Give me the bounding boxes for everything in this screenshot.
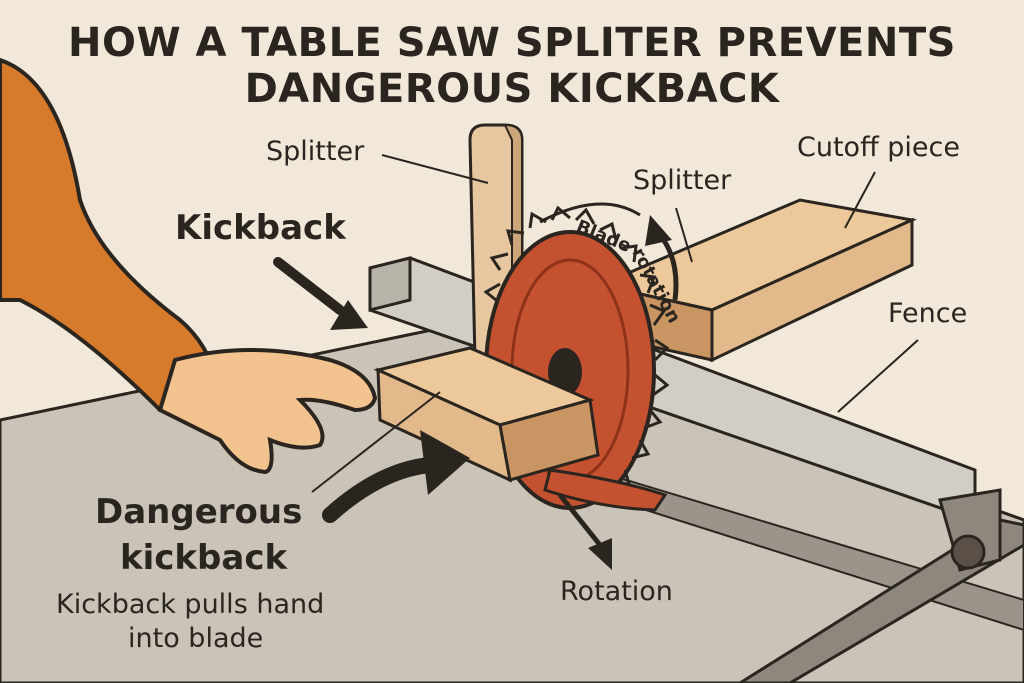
leader-splitter-left <box>381 154 489 184</box>
label-rotation: Rotation <box>560 576 673 607</box>
leader-dangerous <box>311 391 441 493</box>
leader-splitter-right <box>675 207 693 263</box>
dangerous-kickback-arrow <box>322 430 470 523</box>
workpiece <box>373 346 600 483</box>
label-kickback: Kickback <box>175 208 346 248</box>
label-splitter-left: Splitter <box>266 136 365 167</box>
label-dangerous-line-1: Dangerous <box>95 492 303 532</box>
label-hand-warning-line-1: Kickback pulls hand <box>56 589 325 620</box>
kickback-arrow <box>273 257 368 330</box>
label-fence: Fence <box>888 298 968 329</box>
title-line-1: HOW A TABLE SAW SPLITER PREVENTS <box>68 20 956 66</box>
leader-cutoff-piece <box>844 171 876 229</box>
leader-fence <box>837 339 919 413</box>
label-hand-warning-line-2: into blade <box>128 623 264 654</box>
operator-arm <box>0 57 378 475</box>
blade-rotation-arrow <box>539 202 679 301</box>
label-splitter-right: Splitter <box>633 165 732 196</box>
label-cutoff-piece: Cutoff piece <box>797 132 960 163</box>
rotation-arrow <box>558 493 612 570</box>
label-dangerous-line-2: kickback <box>120 538 288 578</box>
title-line-2: DANGEROUS KICKBACK <box>244 66 780 112</box>
